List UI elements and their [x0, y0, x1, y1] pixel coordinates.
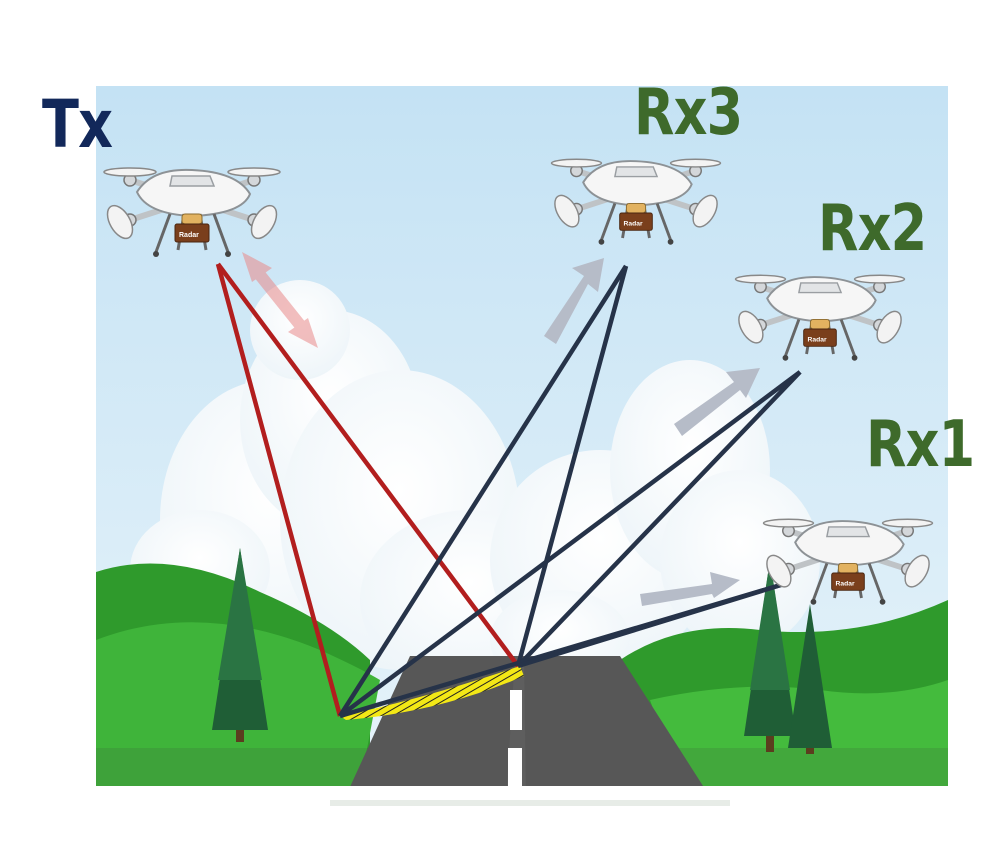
- rx2-label: Rx2: [818, 192, 927, 266]
- rx1-motion-arrow: [640, 572, 740, 606]
- tx-beam: [215, 262, 520, 717]
- rx-beams: [338, 264, 802, 719]
- tx-drone-icon: Radar: [102, 168, 281, 257]
- illuminated-footprint: [340, 666, 524, 720]
- svg-text:Radar: Radar: [179, 232, 199, 239]
- svg-text:Radar: Radar: [836, 581, 855, 588]
- rx1-drone-icon: Radar: [762, 519, 934, 604]
- rx3-drone-icon: Radar: [550, 159, 722, 244]
- road-center-line: [510, 690, 522, 730]
- pine-tree-left: [212, 548, 268, 742]
- svg-text:Radar: Radar: [624, 221, 643, 228]
- svg-text:Radar: Radar: [808, 337, 827, 344]
- road: [344, 656, 712, 800]
- rx2-motion-arrow: [674, 368, 760, 436]
- pine-tree-right-2: [788, 604, 832, 754]
- rx2-drone-icon: Radar: [734, 275, 906, 360]
- tx-motion-arrow: [242, 252, 318, 348]
- rx1-label: Rx1: [866, 408, 975, 482]
- pine-tree-right-1: [744, 560, 796, 752]
- tx-label: Tx: [42, 86, 113, 163]
- rx3-motion-arrow: [544, 258, 604, 344]
- rx3-label: Rx3: [634, 76, 743, 150]
